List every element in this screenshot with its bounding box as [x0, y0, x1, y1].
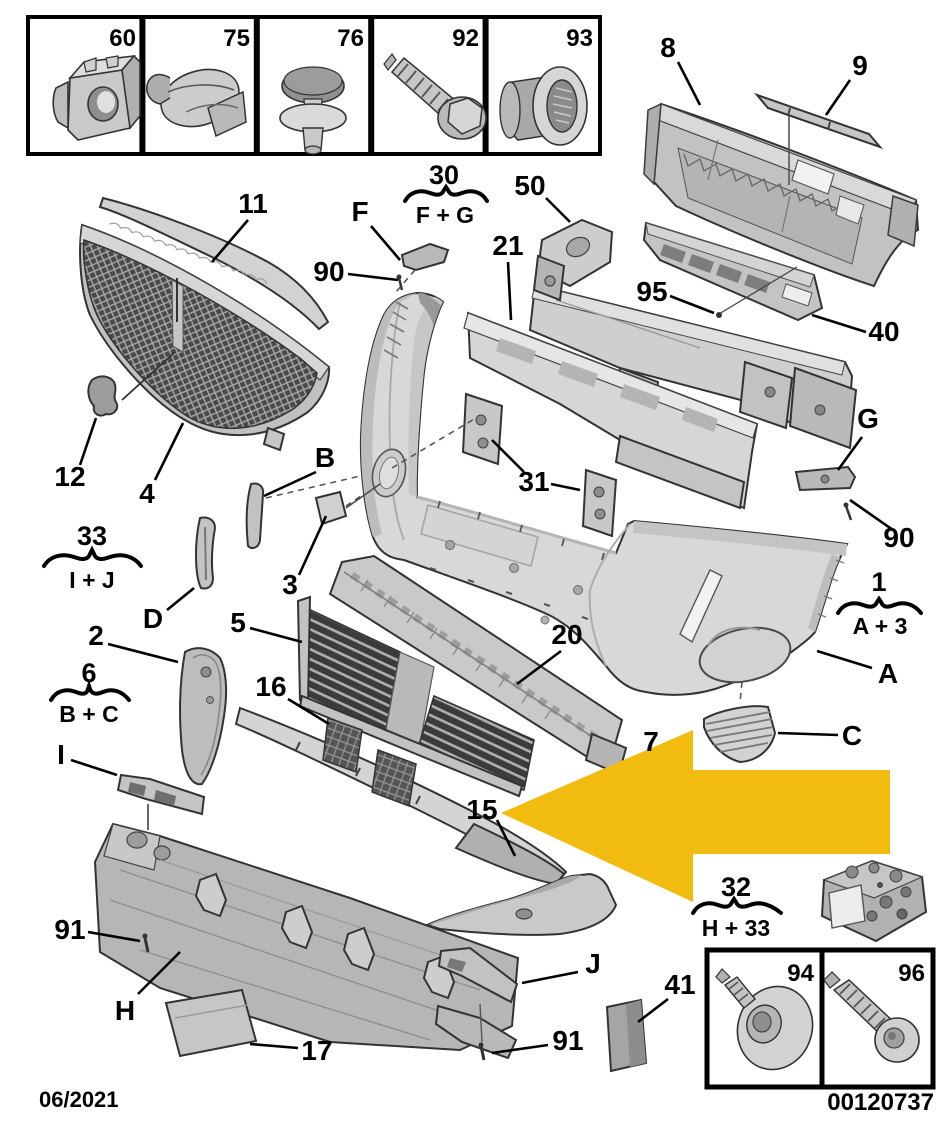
svg-text:6: 6 [81, 658, 96, 688]
svg-text:B + C: B + C [59, 701, 118, 727]
svg-text:40: 40 [868, 316, 899, 347]
svg-text:06/2021: 06/2021 [39, 1087, 119, 1112]
svg-text:92: 92 [452, 25, 479, 52]
svg-text:F + G: F + G [416, 202, 474, 228]
svg-text:3: 3 [282, 569, 298, 600]
svg-text:75: 75 [223, 25, 250, 52]
svg-text:H: H [115, 995, 135, 1026]
svg-text:32: 32 [721, 872, 751, 902]
svg-text:11: 11 [238, 188, 268, 219]
svg-text:9: 9 [852, 50, 868, 81]
svg-text:G: G [857, 403, 879, 434]
svg-text:5: 5 [230, 607, 246, 638]
svg-text:30: 30 [429, 160, 459, 190]
svg-text:12: 12 [54, 461, 85, 492]
svg-text:A: A [878, 658, 898, 689]
svg-text:91: 91 [552, 1025, 583, 1056]
svg-text:D: D [143, 603, 163, 634]
svg-text:2: 2 [88, 620, 104, 651]
svg-text:21: 21 [492, 230, 523, 261]
svg-text:C: C [842, 720, 862, 751]
svg-text:I + J: I + J [69, 567, 114, 593]
svg-text:41: 41 [664, 969, 695, 1000]
svg-text:76: 76 [337, 25, 364, 52]
svg-text:96: 96 [898, 960, 925, 987]
svg-text:50: 50 [514, 170, 545, 201]
svg-text:4: 4 [139, 478, 155, 509]
svg-text:A + 3: A + 3 [853, 613, 908, 639]
svg-text:1: 1 [871, 567, 886, 597]
svg-text:17: 17 [301, 1035, 332, 1066]
svg-text:J: J [585, 948, 601, 979]
svg-text:60: 60 [109, 25, 136, 52]
svg-text:93: 93 [566, 25, 593, 52]
svg-text:8: 8 [660, 32, 676, 63]
svg-text:95: 95 [636, 276, 667, 307]
svg-text:00120737: 00120737 [827, 1089, 934, 1116]
svg-text:91: 91 [54, 914, 85, 945]
svg-text:16: 16 [255, 671, 286, 702]
svg-text:B: B [315, 442, 335, 473]
svg-text:15: 15 [466, 794, 497, 825]
svg-text:90: 90 [313, 256, 344, 287]
svg-text:I: I [57, 739, 65, 770]
svg-text:20: 20 [551, 619, 582, 650]
svg-text:F: F [351, 196, 368, 227]
svg-text:7: 7 [643, 726, 659, 757]
svg-text:H + 33: H + 33 [702, 915, 770, 941]
svg-text:94: 94 [787, 960, 814, 987]
